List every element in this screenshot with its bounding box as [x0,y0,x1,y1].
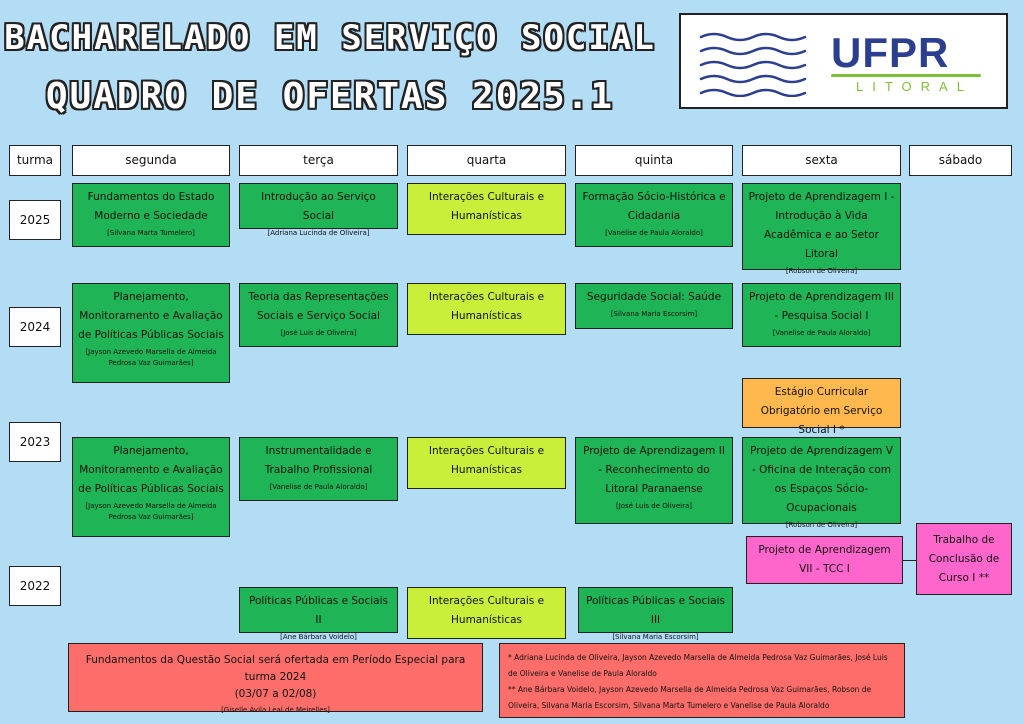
course-cell: Políticas Públicas e Sociais III [Silvan… [578,587,733,641]
course-professor: [Silvana Marta Tumelero] [107,229,195,237]
course-title: Políticas Públicas e Sociais III [586,595,725,626]
course-professor: [Robson de Oliveira] [785,521,858,529]
course-title: Projeto de Aprendizagem VII - TCC I [758,544,891,575]
header-sabado: sábado [909,145,1012,176]
course-title: Trabalho de Conclusão de Curso I ** [928,533,1000,584]
course-cell: Introdução ao Serviço Social [Adriana Lu… [239,183,398,237]
course-cell: Projeto de Aprendizagem I - Introdução à… [742,183,901,275]
course-professor: [Adriana Lucinda de Oliveira] [267,229,370,237]
course-title: Introdução ao Serviço Social [261,191,376,222]
title-line-2: QUADRO DE OFERTAS 2025.1 [45,76,615,117]
course-title: Seguridade Social: Saúde [586,291,722,303]
course-professor: [Vanelise de Paula Aloraldo] [269,483,368,491]
course-professor: [Vanelise de Paula Aloraldo] [772,329,871,337]
logo-subtitle: LITORAL [856,79,973,94]
header-quarta: quarta [407,145,566,176]
course-title: Interações Culturais e Humanísticas [428,291,545,322]
course-title: Interações Culturais e Humanísticas [428,445,545,476]
course-title: Fundamentos do Estado Moderno e Sociedad… [87,191,215,222]
header-quinta: quinta [575,145,733,176]
course-title: Estágio Curricular Obrigatório em Serviç… [760,386,883,436]
special-period-notice: Fundamentos da Questão Social será ofert… [68,643,483,714]
course-title: Políticas Públicas e Sociais II [249,595,388,626]
course-title: Planejamento, Monitoramento e Avaliação … [78,291,224,341]
course-title: Projeto de Aprendizagem II - Reconhecime… [583,445,725,495]
course-title: Formação Sócio-Histórica e Cidadania [582,191,726,222]
course-title: Projeto de Aprendizagem III - Pesquisa S… [749,291,894,322]
course-cell: Interações Culturais e Humanísticas [407,183,566,235]
header-terca: terça [239,145,398,176]
course-title: Interações Culturais e Humanísticas [428,191,545,222]
course-cell: Interações Culturais e Humanísticas [407,587,566,639]
course-cell: Projeto de Aprendizagem II - Reconhecime… [575,437,733,524]
logo-divider [831,74,981,77]
course-title: Instrumentalidade e Trabalho Profissiona… [264,445,373,476]
footnote-1: * Adriana Lucinda de Oliveira, Jayson Az… [508,653,888,678]
ufpr-logo: UFPR LITORAL [679,13,1008,109]
course-professor: [Jayson Azevedo Marsella de Almeida Pedr… [85,502,217,521]
course-cell: Políticas Públicas e Sociais II [Ane Bár… [239,587,398,641]
course-title: Projeto de Aprendizagem I - Introdução à… [748,191,895,260]
course-professor: [Robson de Oliveira] [785,267,858,275]
course-cell: Instrumentalidade e Trabalho Profissiona… [239,437,398,501]
course-cell: Formação Sócio-Histórica e Cidadania [Va… [575,183,733,247]
notice-dates: (03/07 a 02/08) [234,688,317,700]
course-professor: [José Luis de Oliveira] [616,502,692,510]
course-title: Planejamento, Monitoramento e Avaliação … [78,445,224,495]
notice-professor: [Giselle Ávila Leal de Meirelles] [221,706,330,714]
course-professor: [Silvana Maria Escorsim] [610,310,698,318]
course-cell: Interações Culturais e Humanísticas [407,437,566,489]
turma-label-2024: 2024 [9,307,61,347]
footnote-2: ** Ane Bárbara Voidelo, Jayson Azevedo M… [508,685,872,710]
course-professor: [José Luis de Oliveira] [280,329,357,337]
course-title: Interações Culturais e Humanísticas [428,595,545,626]
course-professor: [Vanelise de Paula Aloraldo] [605,229,703,237]
course-cell: Teoria das Representações Sociais e Serv… [239,283,398,347]
course-professor: [Ane Bárbara Voidelo] [280,633,357,641]
course-professor: [Jayson Azevedo Marsella de Almeida Pedr… [85,348,217,367]
title-line-1: BACHARELADO EM SERVIÇO SOCIAL [4,18,656,58]
course-cell: Seguridade Social: Saúde [Silvana Maria … [575,283,733,329]
course-professor: [Silvana Maria Escorsim] [612,633,699,641]
header-turma: turma [9,145,61,176]
footnotes-box: * Adriana Lucinda de Oliveira, Jayson Az… [499,643,905,718]
notice-text: Fundamentos da Questão Social será ofert… [85,654,466,683]
logo-name: UFPR [831,29,950,76]
turma-label-2023: 2023 [9,422,61,462]
turma-label-2022: 2022 [9,566,61,606]
connector-line [903,560,916,561]
course-title: Projeto de Aprendizagem V - Oficina de I… [750,445,893,514]
course-cell: Projeto de Aprendizagem III - Pesquisa S… [742,283,901,347]
course-cell: Fundamentos do Estado Moderno e Sociedad… [72,183,230,247]
turma-label-2025: 2025 [9,200,61,240]
course-cell: Planejamento, Monitoramento e Avaliação … [72,283,230,383]
course-cell: Projeto de Aprendizagem VII - TCC I [746,536,903,584]
course-cell: Estágio Curricular Obrigatório em Serviç… [742,378,901,436]
course-cell: Projeto de Aprendizagem V - Oficina de I… [742,437,901,529]
course-cell: Trabalho de Conclusão de Curso I ** [916,523,1012,595]
header-sexta: sexta [742,145,901,176]
waves-icon [699,32,807,97]
header-segunda: segunda [72,145,230,176]
course-title: Teoria das Representações Sociais e Serv… [248,291,389,322]
course-cell: Planejamento, Monitoramento e Avaliação … [72,437,230,537]
course-cell: Interações Culturais e Humanísticas [407,283,566,335]
